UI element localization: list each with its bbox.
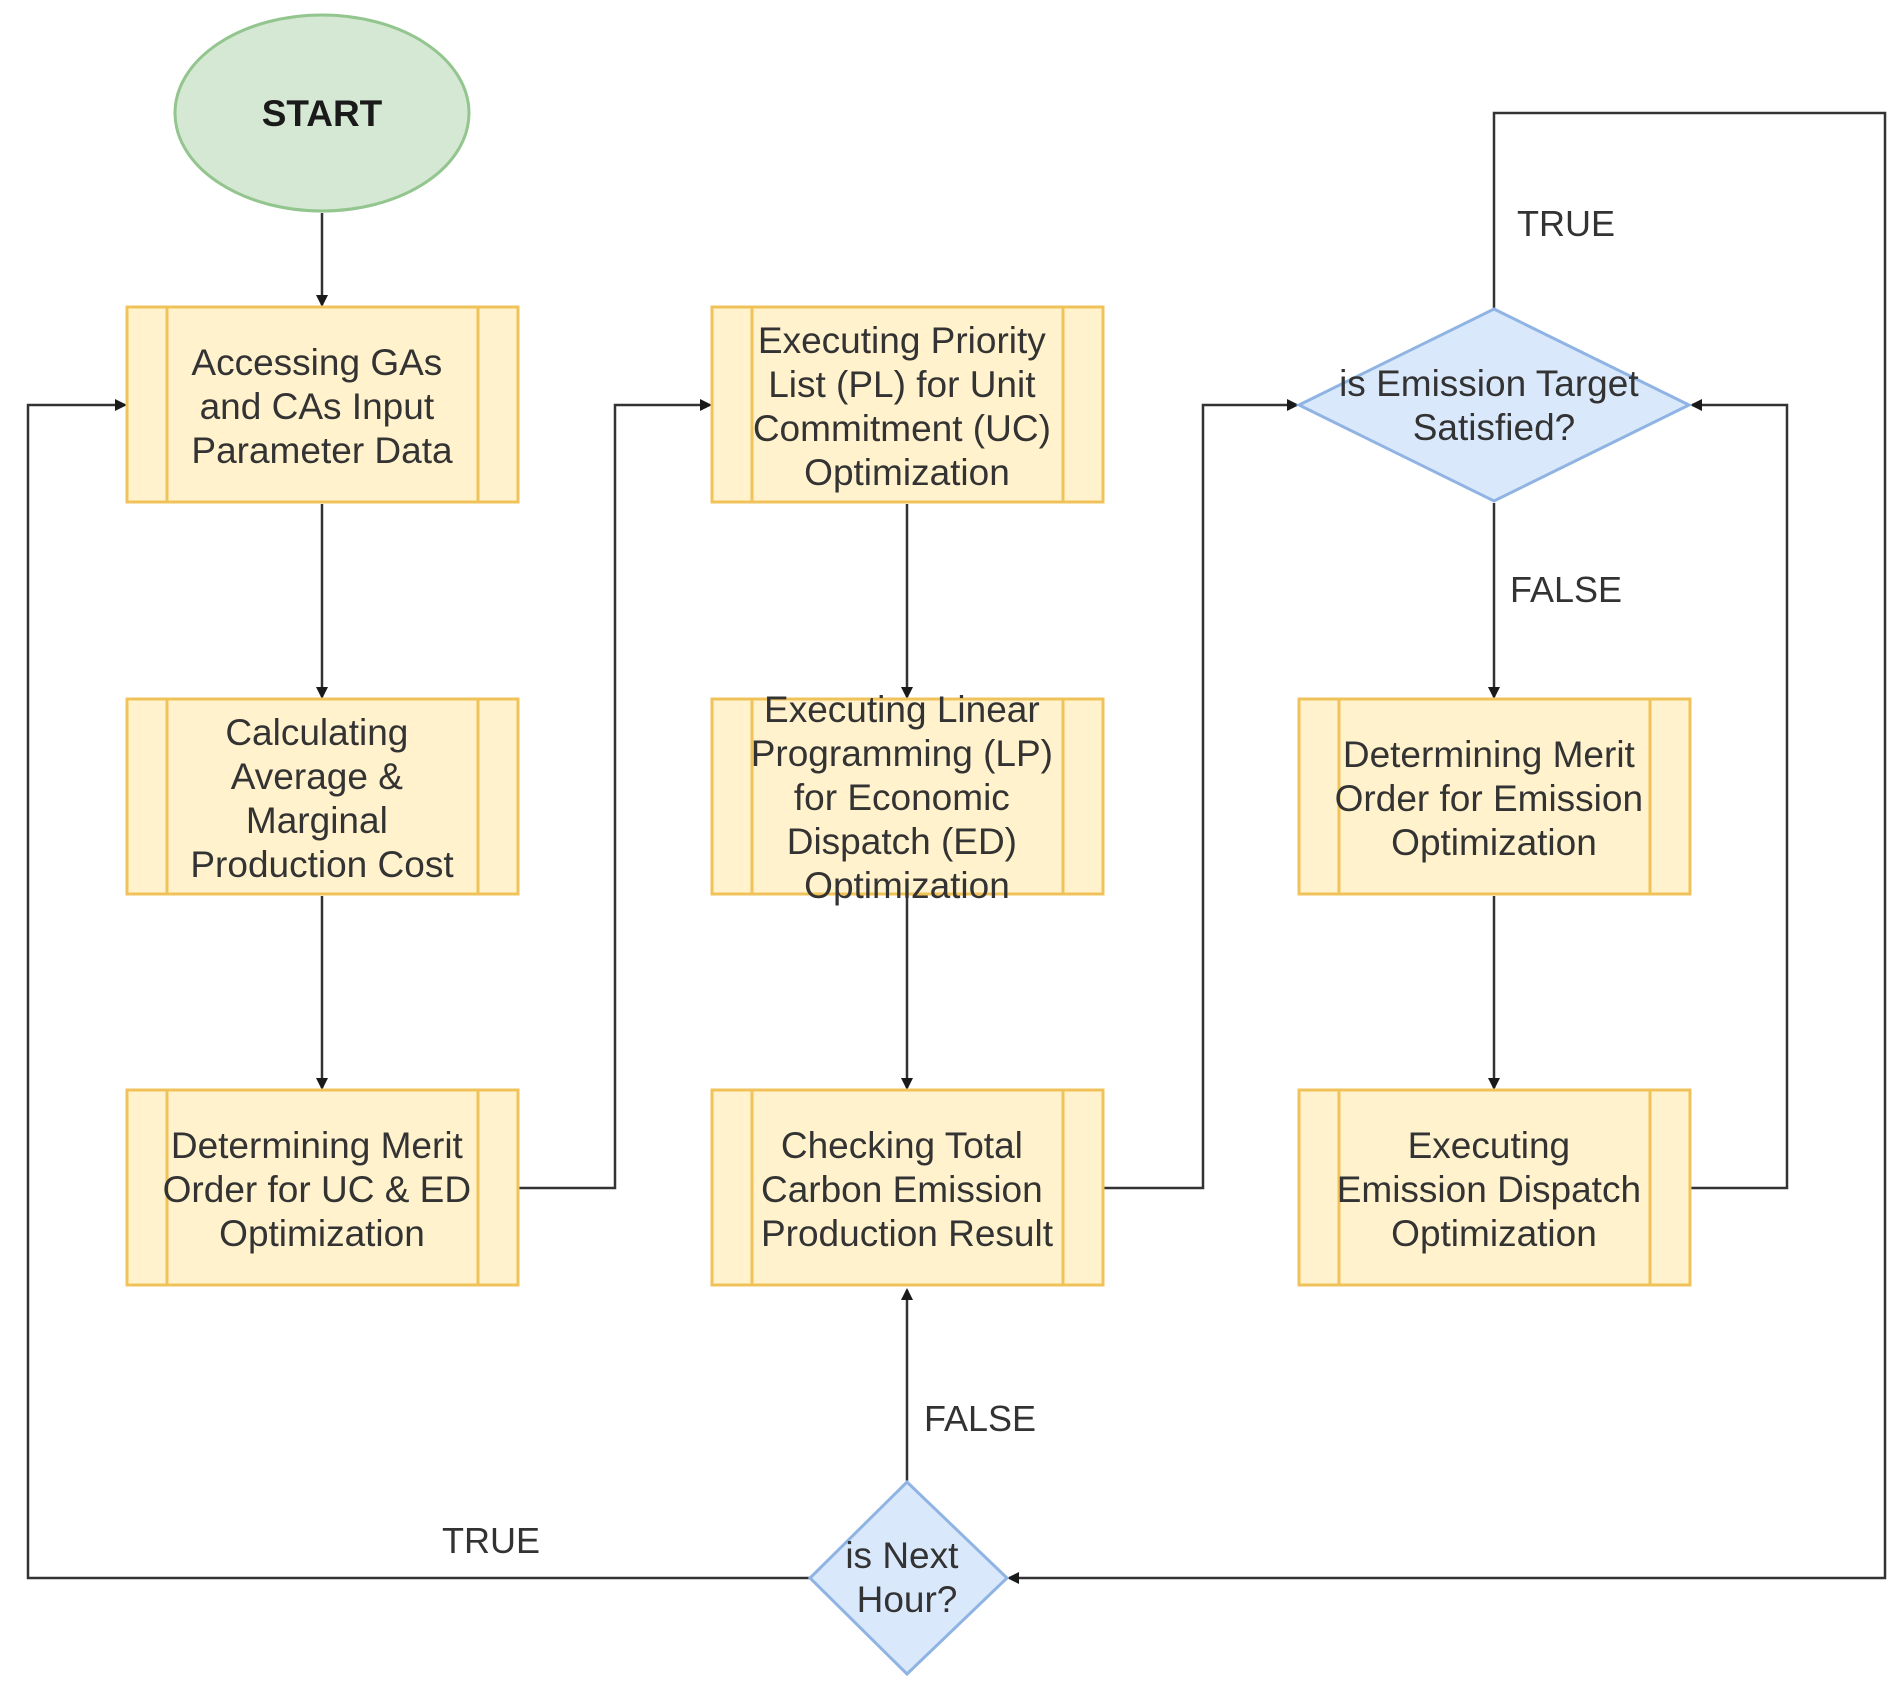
next-hour-line: Hour? [857,1579,958,1620]
calc-cost-label: Calculating Average & Marginal Productio… [190,712,454,885]
emission-dispatch-line: Optimization [1391,1213,1597,1254]
next-hour-label: is Next Hour? [845,1535,968,1620]
next-hour-line: is Next [845,1535,959,1576]
process-merit-uc-ed: Determining Merit Order for UC & ED Opti… [125,1088,520,1287]
merit-emission-line: Optimization [1391,822,1597,863]
linear-programming-line: Optimization [804,865,1010,906]
priority-list-label: Executing Priority List (PL) for Unit Co… [753,320,1061,493]
priority-list-line: Commitment (UC) [753,408,1051,449]
emission-target-label: is Emission Target Satisfied? [1339,363,1649,448]
emission-dispatch-line: Executing [1408,1125,1571,1166]
process-merit-emission: Determining Merit Order for Emission Opt… [1297,697,1692,896]
process-linear-programming: Executing Linear Programming (LP) for Ec… [710,689,1105,906]
start-terminal: START [173,13,471,213]
priority-list-line: Optimization [804,452,1010,493]
process-access-data: Accessing GAs and CAs Input Parameter Da… [125,305,520,504]
linear-programming-line: Programming (LP) [751,733,1053,774]
merit-emission-line: Determining Merit [1343,734,1636,775]
calc-cost-line: Calculating [225,712,408,753]
linear-programming-line: Dispatch (ED) [787,821,1017,862]
emission-dispatch-line: Emission Dispatch [1337,1169,1641,1210]
linear-programming-line: Executing Linear [764,689,1040,730]
decision-next-hour: is Next Hour? [807,1479,1010,1677]
calc-cost-line: Production Cost [190,844,454,885]
merit-emission-line: Order for Emission [1335,778,1643,819]
check-emission-line: Checking Total [781,1125,1023,1166]
access-data-line: and CAs Input [200,386,435,427]
process-priority-list: Executing Priority List (PL) for Unit Co… [710,305,1105,504]
merit-uc-ed-label: Determining Merit Order for UC & ED Opti… [163,1125,482,1254]
edge-target-true-to-next-hour [1007,111,1887,1584]
edge-label-next-hour-true: TRUE [442,1520,540,1561]
edge-next-hour-true-to-access [26,399,810,1580]
access-data-line: Accessing GAs [191,342,442,383]
merit-emission-label: Determining Merit Order for Emission Opt… [1335,734,1654,863]
process-check-emission: Checking Total Carbon Emission Productio… [710,1088,1105,1287]
merit-uc-ed-line: Optimization [219,1213,425,1254]
check-emission-line: Production Result [761,1213,1054,1254]
priority-list-line: List (PL) for Unit [768,364,1036,405]
process-emission-dispatch: Executing Emission Dispatch Optimization [1297,1088,1692,1287]
calc-cost-line: Average & [231,756,403,797]
edge-label-target-true: TRUE [1517,203,1615,244]
linear-programming-label: Executing Linear Programming (LP) for Ec… [751,689,1064,906]
calc-cost-line: Marginal [246,800,388,841]
merit-uc-ed-line: Determining Merit [171,1125,464,1166]
edge-check-to-target [1104,399,1299,1190]
decision-emission-target: is Emission Target Satisfied? [1295,307,1693,503]
emission-target-line: is Emission Target [1339,363,1639,404]
check-emission-label: Checking Total Carbon Emission Productio… [761,1125,1054,1254]
check-emission-line: Carbon Emission [761,1169,1043,1210]
emission-dispatch-label: Executing Emission Dispatch Optimization [1337,1125,1652,1254]
edge-dispatch-to-target [1690,399,1789,1190]
edge-label-next-hour-false: FALSE [924,1398,1036,1439]
linear-programming-line: for Economic [794,777,1010,818]
access-data-label: Accessing GAs and CAs Input Parameter Da… [191,342,453,471]
start-label: START [262,93,383,134]
emission-target-line: Satisfied? [1413,407,1576,448]
priority-list-line: Executing Priority [758,320,1046,361]
edge-label-target-false: FALSE [1510,569,1622,610]
access-data-line: Parameter Data [191,430,453,471]
process-calc-cost: Calculating Average & Marginal Productio… [125,697,520,896]
edge-merit-to-priority [518,399,712,1190]
edges [26,111,1887,1584]
merit-uc-ed-line: Order for UC & ED [163,1169,471,1210]
